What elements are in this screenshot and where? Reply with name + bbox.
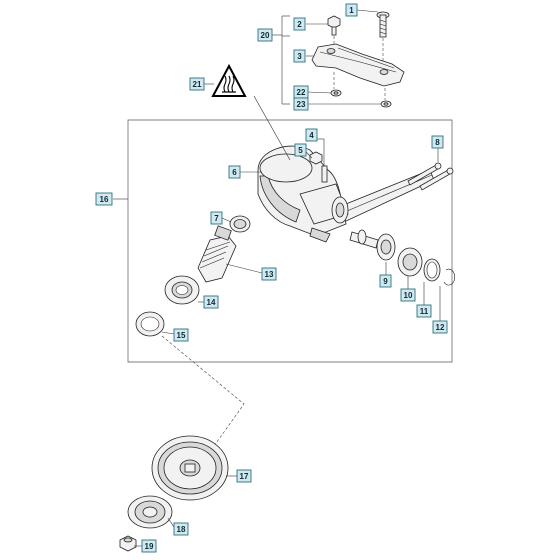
nut-part-2 [327, 15, 341, 36]
retaining-ring-part-11 [423, 258, 441, 282]
svg-text:6: 6 [232, 168, 237, 177]
callout-part-16[interactable]: 16 [95, 192, 113, 206]
callout-part-12[interactable]: 12 [432, 320, 448, 334]
svg-text:21: 21 [193, 80, 202, 89]
screw-part-1 [376, 11, 390, 38]
screws-part-8 [407, 162, 454, 191]
svg-text:18: 18 [177, 525, 186, 534]
svg-text:4: 4 [309, 131, 314, 140]
svg-text:12: 12 [436, 323, 445, 332]
cutting-disc-part-17 [151, 435, 229, 501]
input-shaft [349, 229, 379, 249]
svg-text:13: 13 [265, 270, 274, 279]
callout-part-23[interactable]: 23 [293, 97, 309, 111]
bearing-part-10 [397, 247, 423, 277]
callout-part-7[interactable]: 7 [210, 211, 223, 225]
callout-part-15[interactable]: 15 [173, 328, 189, 342]
svg-text:1: 1 [349, 6, 354, 15]
callout-part-21[interactable]: 21 [189, 77, 205, 91]
assembly-guide-line [161, 335, 245, 461]
callout-part-22[interactable]: 22 [293, 85, 309, 99]
svg-text:5: 5 [298, 146, 303, 155]
callout-part-14[interactable]: 14 [203, 295, 219, 309]
nut-part-5 [309, 151, 323, 165]
callout-part-19[interactable]: 19 [141, 539, 157, 553]
svg-text:17: 17 [240, 472, 249, 481]
bracket-part-3 [311, 43, 405, 87]
bearing-part-9 [376, 233, 396, 261]
callout-part-6[interactable]: 6 [228, 165, 241, 179]
bearing-part-7 [229, 215, 251, 233]
svg-text:14: 14 [207, 298, 216, 307]
housing-group-frame-16 [113, 119, 453, 363]
callout-part-2[interactable]: 2 [293, 17, 306, 31]
svg-text:9: 9 [383, 277, 388, 286]
callout-part-20[interactable]: 20 [257, 28, 273, 42]
callout-part-13[interactable]: 13 [261, 267, 277, 281]
svg-text:15: 15 [177, 331, 186, 340]
washer-part-23 [380, 100, 392, 108]
svg-text:3: 3 [297, 52, 302, 61]
svg-text:19: 19 [145, 542, 154, 551]
callout-part-18[interactable]: 18 [173, 522, 189, 536]
nut-part-19 [119, 535, 137, 552]
gear-housing-part-6 [257, 145, 435, 243]
callout-part-5[interactable]: 5 [294, 143, 307, 157]
callout-part-11[interactable]: 11 [416, 304, 432, 318]
svg-text:8: 8 [435, 138, 440, 147]
leader-lines [134, 9, 441, 547]
callout-part-10[interactable]: 10 [400, 288, 416, 302]
thrust-sleeve-part-18 [127, 495, 173, 529]
svg-text:11: 11 [420, 307, 429, 316]
callout-part-8[interactable]: 8 [431, 135, 444, 149]
washer-part-22 [330, 89, 342, 97]
svg-text:10: 10 [404, 291, 413, 300]
svg-text:7: 7 [214, 214, 219, 223]
bracket-assembly [311, 11, 405, 108]
svg-text:23: 23 [297, 100, 306, 109]
svg-text:22: 22 [297, 88, 306, 97]
circlip-part-12 [443, 268, 456, 286]
callout-part-3[interactable]: 3 [293, 49, 306, 63]
callout-part-9[interactable]: 9 [379, 274, 392, 288]
bracket-group-20 [272, 15, 290, 105]
svg-text:20: 20 [261, 31, 270, 40]
callout-part-17[interactable]: 17 [236, 469, 252, 483]
seal-ring-part-15 [135, 311, 165, 337]
callout-part-1[interactable]: 1 [345, 3, 358, 17]
hot-surface-warning-icon [211, 63, 247, 97]
svg-text:2: 2 [297, 20, 302, 29]
svg-text:16: 16 [100, 195, 109, 204]
callout-part-4[interactable]: 4 [305, 128, 318, 142]
bearing-part-14 [164, 275, 200, 305]
bevel-gear-part-13 [197, 225, 237, 283]
